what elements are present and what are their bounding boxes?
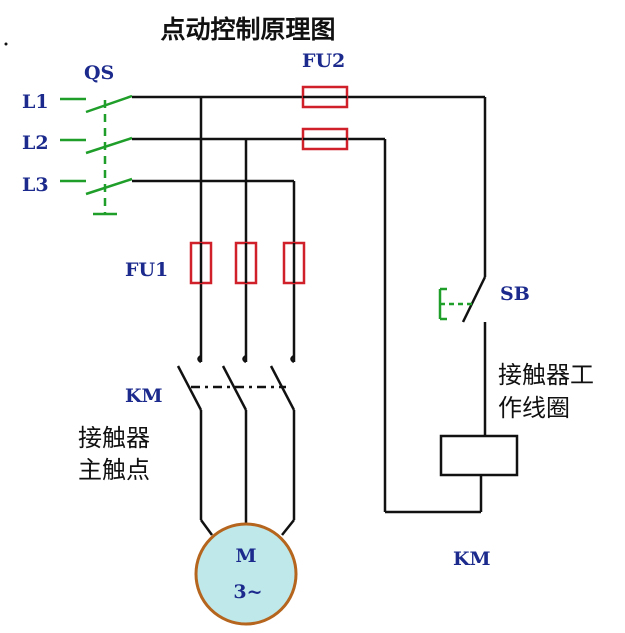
- main-contacts-caption-2: 主触点: [78, 456, 150, 484]
- label-l3: L3: [22, 174, 49, 196]
- label-l1: L1: [22, 91, 49, 113]
- qs-switch: [60, 94, 133, 216]
- sb-button: [438, 276, 487, 323]
- label-l2: L2: [22, 132, 49, 154]
- label-sb: SB: [500, 283, 530, 305]
- label-fu2: FU2: [302, 50, 345, 72]
- speck: [4, 42, 8, 46]
- diagram-title: 点动控制原理图: [160, 15, 335, 44]
- label-qs: QS: [84, 62, 114, 84]
- coil-caption-2: 作线圈: [498, 394, 570, 422]
- coil-caption-1: 接触器工: [498, 361, 594, 389]
- motor-name: M: [235, 545, 256, 567]
- main-contacts-caption-1: 接触器: [78, 424, 150, 452]
- phase-drops: [199, 97, 296, 362]
- label-km-coil: KM: [453, 548, 491, 570]
- km-main-contacts: [176, 354, 296, 520]
- label-fu1: FU1: [125, 259, 168, 281]
- motor-phase: 3~: [233, 581, 262, 603]
- motor: M 3~: [194, 522, 298, 626]
- km-coil: [439, 434, 519, 477]
- fu1-fuses: [189, 241, 306, 285]
- label-km-main: KM: [125, 385, 163, 407]
- control-wires: [383, 97, 487, 514]
